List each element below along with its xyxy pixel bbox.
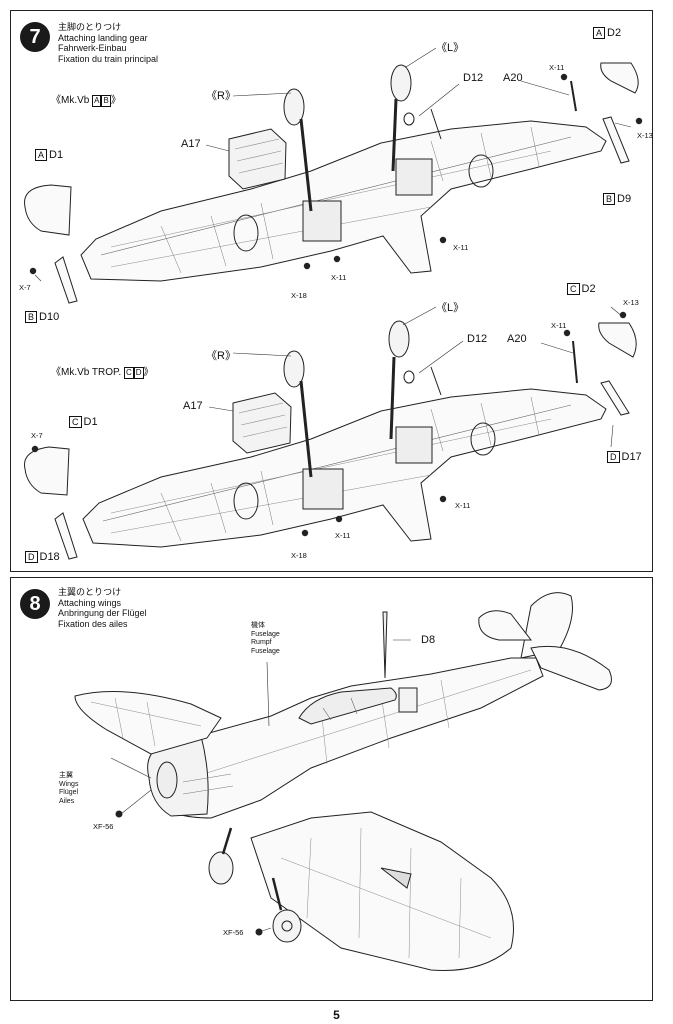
variant-tag: A [92, 95, 102, 107]
step-title-en: Attaching landing gear [58, 32, 148, 43]
wing-top-drawing [24, 47, 643, 304]
variant-suffix: 》 [143, 367, 154, 378]
step-title-fr: Fixation du train principal [58, 53, 159, 64]
tag: D [607, 451, 620, 463]
part: D9 [617, 193, 632, 205]
wing-attachment-illustration [74, 592, 612, 971]
wings-en: Wings [59, 780, 79, 788]
step-number: 7 [20, 22, 50, 52]
part: D1 [83, 416, 98, 428]
label-a17: A17 [181, 138, 201, 150]
variant-prefix: 《Mk.Vb TROP. [51, 367, 124, 378]
fuselage-fr: Fuselage [251, 647, 280, 655]
label-xf56: XF-56 [223, 928, 244, 937]
label-x18: X-18 [291, 291, 307, 300]
label-a20: A20 [503, 72, 523, 84]
tag: D [25, 551, 38, 563]
step-title-de: Anbringung der Flügel [58, 608, 147, 618]
variant-tag: B [101, 95, 111, 107]
fuselage-en: Fuselage [251, 630, 280, 638]
label-x11: X-11 [455, 501, 471, 510]
step-title-fr: Fixation des ailes [58, 618, 128, 629]
part: D10 [39, 311, 60, 323]
step-title-jp: 主脚のとりつけ [58, 22, 122, 32]
label-d12: D12 [467, 333, 488, 345]
label-x11: X-11 [453, 243, 469, 252]
label-x7: X-7 [19, 283, 31, 292]
label-right-gear: 《R》 [206, 90, 236, 102]
label-right-gear: 《R》 [206, 350, 236, 362]
label-x11: X-11 [549, 63, 565, 72]
label-x11: X-11 [551, 321, 567, 330]
label-wings: 主翼 Wings Flügel Ailes [59, 772, 78, 806]
part: D18 [39, 551, 60, 563]
tag: C [69, 416, 82, 428]
variant-suffix: 》 [110, 95, 121, 106]
page-number: 5 [333, 1008, 340, 1022]
label-d12: D12 [463, 72, 484, 84]
label-fuselage: 機体 Fuselage Rumpf Fuselage [251, 622, 280, 656]
tag: A [593, 27, 606, 39]
label-xf56: XF-56 [93, 822, 114, 831]
part: D2 [607, 27, 622, 39]
tag: C [567, 283, 580, 295]
step-title-jp: 主翼のとりつけ [58, 587, 122, 597]
part: D1 [49, 149, 64, 161]
label-x11: X-11 [335, 531, 351, 540]
tag: B [25, 311, 38, 323]
tag: B [603, 193, 616, 205]
wings-jp: 主翼 [59, 772, 73, 779]
step-title: 主脚のとりつけ Attaching landing gear Fahrwerk-… [58, 22, 158, 64]
variant-tag: C [123, 367, 134, 379]
label-left-gear: 《L》 [436, 42, 465, 54]
variant-prefix: 《Mk.Vb [51, 95, 93, 106]
label-x13: X-13 [637, 131, 653, 140]
tag: A [35, 149, 48, 161]
wings-fr: Ailes [59, 797, 75, 805]
label-a17: A17 [183, 400, 203, 412]
step-number: 8 [20, 589, 50, 619]
label-x7: X-7 [31, 431, 43, 440]
label-x18: X-18 [291, 551, 307, 560]
part: D2 [581, 283, 596, 295]
wings-de: Flügel [59, 789, 79, 796]
step-title-de: Fahrwerk-Einbau [58, 43, 127, 53]
landing-gear-illustration [24, 47, 643, 560]
wing-bottom-drawing [24, 306, 637, 560]
variant-tag: D [133, 367, 144, 379]
label-a20: A20 [507, 333, 527, 345]
fuselage-de: Rumpf [251, 639, 272, 646]
label-x13: X-13 [623, 298, 639, 307]
step-title: 主翼のとりつけ Attaching wings Anbringung der F… [58, 587, 147, 629]
step-7-panel: 7 主脚のとりつけ Attaching landing gear Fahrwer… [10, 10, 653, 572]
label-x11: X-11 [331, 273, 347, 282]
part: D17 [621, 451, 642, 463]
step-8-panel: 8 主翼のとりつけ Attaching wings Anbringung der… [10, 577, 653, 1001]
label-left-gear: 《L》 [436, 302, 465, 314]
fuselage-jp: 機体 [251, 622, 265, 629]
step-title-en: Attaching wings [58, 597, 122, 608]
label-d8: D8 [421, 634, 436, 646]
